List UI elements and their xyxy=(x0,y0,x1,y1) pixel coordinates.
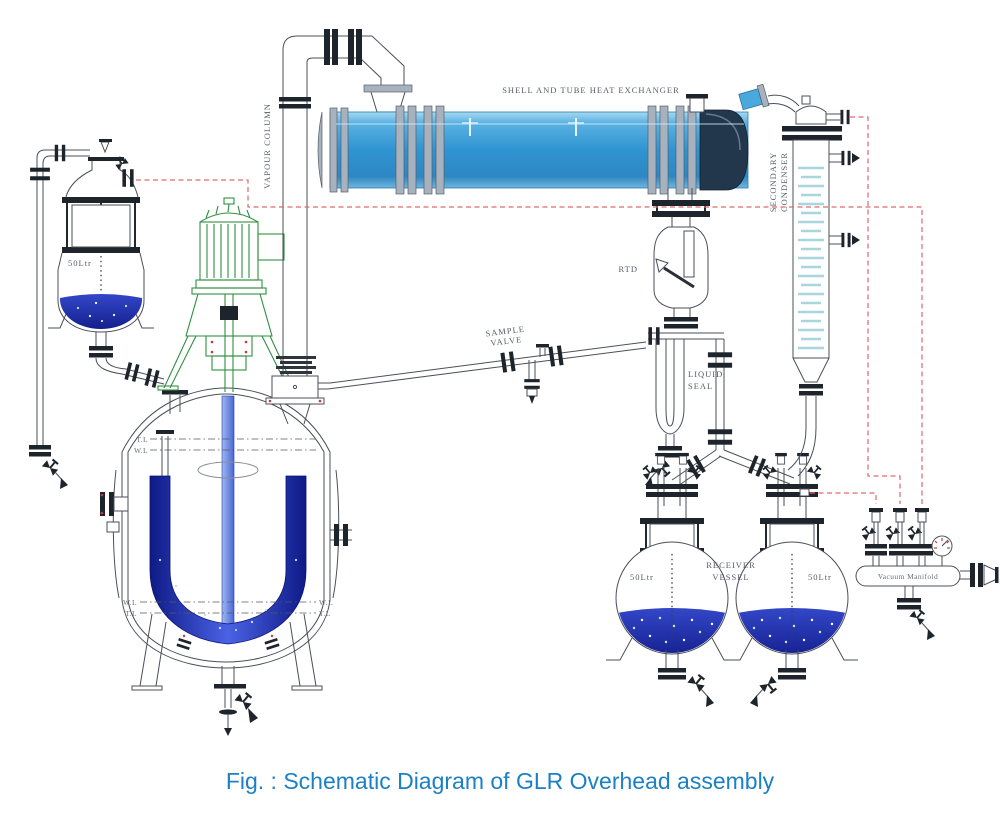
vacuum-line-receiver-to-manifold xyxy=(810,492,877,504)
liquid-seal-label-1: LIQUID xyxy=(688,369,723,379)
rtd-label: RTD xyxy=(619,264,639,274)
feed-vessel-capacity: 50Ltr xyxy=(68,258,92,268)
manifold-bottom-valve xyxy=(897,586,935,640)
figure-caption: Fig. : Schematic Diagram of GLR Overhead… xyxy=(225,768,775,794)
secondary-condenser-label-1: SECONDARY xyxy=(768,152,778,212)
manifold-valve-stack-3 xyxy=(905,508,933,566)
vacuum-manifold: Vacuum Manifold xyxy=(855,508,999,640)
manifold-valve-stack-2 xyxy=(883,508,911,566)
feed-vessel: 50Ltr xyxy=(48,139,165,388)
receiver-left-capacity: 50Ltr xyxy=(630,572,654,582)
receiver-right-capacity: 50Ltr xyxy=(808,572,832,582)
feed-standpipe xyxy=(29,144,68,489)
vapour-column: VAPOUR COLUMN xyxy=(262,29,405,425)
reactor-bottom-left-tl-label: T.L xyxy=(125,609,137,618)
sample-valve-label-2: VALVE xyxy=(490,334,523,348)
heat-exchanger-label: SHELL AND TUBE HEAT EXCHANGER xyxy=(502,85,680,95)
liquid-seal-label-2: SEAL xyxy=(688,381,713,391)
rtd-separator-pot: RTD xyxy=(619,217,724,345)
vacuum-line-condenser-to-manifold xyxy=(850,116,901,504)
agitator-drive-motor xyxy=(157,197,301,392)
reactor-top-tl-label: T.L xyxy=(136,435,148,444)
manifold-right-valve xyxy=(960,563,999,587)
sample-valve-assembly: SAMPLE VALVE xyxy=(318,324,647,404)
receiver-distribution-piping xyxy=(639,339,825,506)
vapour-column-label: VAPOUR COLUMN xyxy=(262,103,272,189)
receiver-vessel-left: 50Ltr xyxy=(606,500,738,707)
receiver-right-valve-cluster xyxy=(759,452,825,506)
reactor-bottom-right-wl-label: W.L xyxy=(319,598,333,607)
vacuum-manifold-label: Vacuum Manifold xyxy=(878,572,938,581)
secondary-condenser: SECONDARY CONDENSER xyxy=(767,94,860,477)
manifold-valve-stack-1 xyxy=(859,508,887,566)
shell-and-tube-heat-exchanger: SHELL AND TUBE HEAT EXCHANGER xyxy=(317,83,770,217)
condenser-coil xyxy=(798,166,824,350)
pressure-gauge xyxy=(931,535,953,566)
rtd-probe: RTD xyxy=(619,258,695,289)
reactor-bottom-right-tl-label: T.L xyxy=(319,609,331,618)
receiver-vessel-label-1: RECEIVER xyxy=(706,560,756,570)
glr-reactor: T.L W.L W.L T.L W.L T.L xyxy=(100,387,352,736)
liquid-seal: LIQUID SEAL xyxy=(645,339,723,487)
receiver-vessel-right: 50Ltr xyxy=(726,500,858,707)
sample-valve-label-1: SAMPLE xyxy=(485,324,525,339)
receiver-vessel-label-2: VESSEL xyxy=(712,572,749,582)
vacuum-line-feed-to-manifold xyxy=(136,179,923,504)
receiver-left-valve-cluster xyxy=(639,452,705,506)
secondary-condenser-label-2: CONDENSER xyxy=(779,152,789,212)
reactor-bottom-left-wl-label: W.L xyxy=(123,598,137,607)
anchor-agitator xyxy=(149,395,307,645)
reactor-top-wl-label: W.L xyxy=(134,446,148,455)
vacuum-lines xyxy=(136,116,923,504)
